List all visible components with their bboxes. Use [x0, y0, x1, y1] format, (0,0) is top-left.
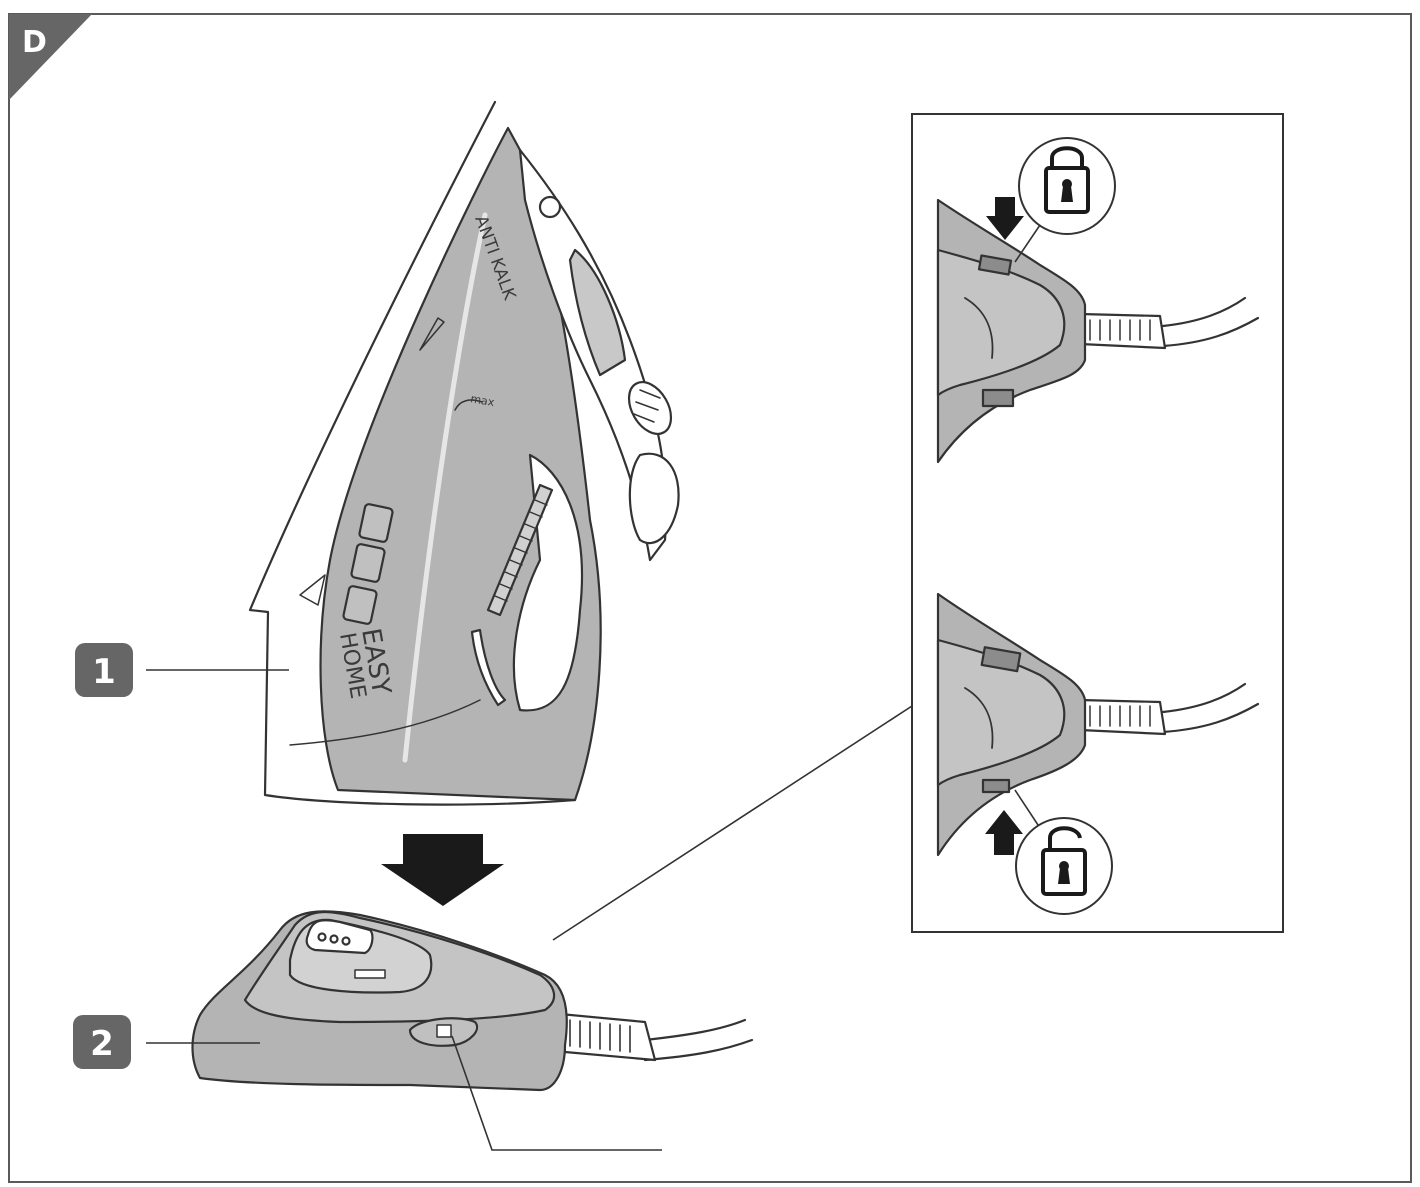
callout-1-number: 1: [92, 652, 116, 692]
detail-panel: [911, 113, 1284, 933]
base-station: [191, 910, 754, 1092]
place-down-arrow: [381, 834, 504, 906]
callout-2-number: 2: [90, 1024, 114, 1064]
max-mark-label: max: [469, 392, 495, 409]
base-cord: [643, 1018, 754, 1062]
handle-opening: [512, 453, 584, 712]
section-tab: D: [9, 14, 92, 100]
press-up-arrow: [985, 810, 1023, 855]
detail-locked: [936, 198, 1260, 464]
spray-button: [538, 195, 562, 219]
steam-trigger: [628, 452, 680, 545]
base-led-module: [305, 919, 374, 955]
callout-1: 1: [75, 643, 289, 697]
steam-icon-box: [358, 503, 394, 543]
lock-closed-icon: [1018, 137, 1116, 235]
hot-surface-icon: [299, 574, 326, 606]
base-cord-relief: [558, 1012, 657, 1062]
zoom-leader: [552, 705, 913, 941]
release-button-leader: [451, 1035, 662, 1151]
figure-frame: [8, 13, 1412, 1183]
callout-2: 2: [73, 1015, 260, 1069]
detail-unlocked: [936, 592, 1260, 857]
press-down-arrow: [986, 197, 1024, 240]
drip-icon-box: [342, 585, 378, 625]
steam-dial: [627, 381, 673, 435]
section-label: D: [22, 25, 47, 60]
eco-icon-box: [350, 543, 386, 583]
handle-grip: [486, 483, 554, 617]
steam-iron: [248, 100, 680, 806]
lock-open-icon: [1015, 817, 1113, 915]
